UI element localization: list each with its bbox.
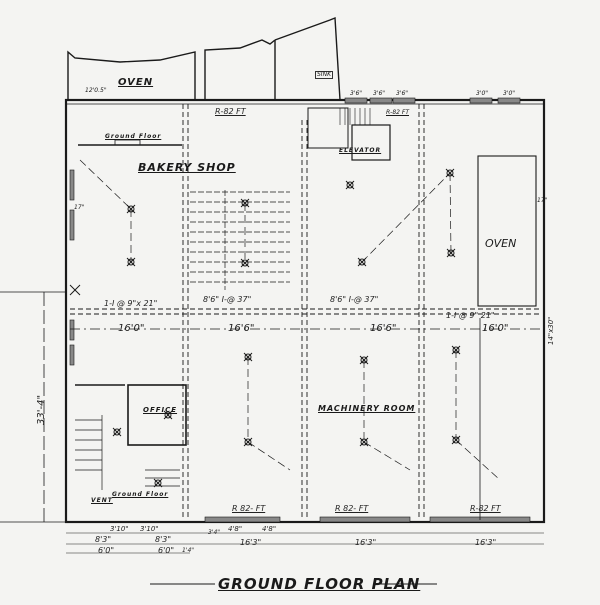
dimension-bottom-left-a: 8'3": [95, 535, 112, 544]
dimension-bottom-small-3: 4'8": [228, 525, 243, 533]
dimension-bottom-left-c: 6'0": [98, 546, 115, 555]
dimension-bottom-small-6: 1'4": [182, 547, 195, 554]
beam-label-center-right: 8'6" I-@ 37": [330, 295, 379, 304]
dimension-bottom-left-d: 6'0": [158, 546, 175, 555]
note-ground-floor-bottom: Ground Floor: [112, 491, 169, 498]
beam-label-right: 1-I @ 9" 21": [446, 311, 495, 320]
dimension-height-left: 33'-4": [36, 394, 47, 425]
room-label-vent: VENT: [91, 497, 113, 504]
dimension-opening-right: 14"x30": [547, 316, 555, 345]
dimension-corner-top: 12'0.5": [85, 87, 107, 94]
dimension-window-top-1: 3'6": [350, 90, 363, 97]
dimension-window-top-4: 3'0": [476, 90, 489, 97]
dimension-bottom-bay-3: 16'3": [355, 538, 377, 547]
room-label-office: OFFICE: [143, 406, 178, 414]
dimension-window-top-3: 3'6": [396, 90, 409, 97]
dimension-window-top-2: 3'6": [373, 90, 386, 97]
ceiling-label-r82-top-left: R-82 FT: [215, 107, 246, 116]
dimension-bottom-bay-4: 16'3": [475, 538, 497, 547]
dimension-side-right-1: 17": [537, 197, 548, 204]
dimension-bottom-bay-2: 16'3": [240, 538, 262, 547]
dimension-bay-3: 16'6": [370, 323, 397, 334]
beam-label-center-left: 8'6" I-@ 37": [203, 295, 252, 304]
ceiling-label-r82-bottom-3: R-82 FT: [470, 504, 501, 513]
room-label-sink: SINK: [315, 71, 334, 79]
dimension-bottom-small-2: 3'10": [140, 525, 159, 533]
ceiling-label-r82-bottom-1: R 82- FT: [232, 504, 266, 513]
dimension-bottom-small-5: 3'4": [208, 529, 221, 536]
room-label-elevator: ELEVATOR: [339, 147, 382, 154]
room-label-oven-top: OVEN: [118, 77, 154, 88]
dimension-bay-4: 16'0": [482, 323, 509, 334]
beam-label-left: 1-I @ 9"x 21": [104, 299, 158, 308]
ceiling-label-r82-top-right: R-82 FT: [386, 109, 409, 116]
room-label-bakery-shop: BAKERY SHOP: [138, 161, 236, 174]
drawing-title: GROUND FLOOR PLAN: [218, 575, 421, 593]
dimension-bay-2: 16'6": [228, 323, 255, 334]
ceiling-label-r82-bottom-2: R 82- FT: [335, 504, 369, 513]
dimension-side-left-1: 17": [74, 204, 85, 211]
dimension-bottom-small-1: 3'10": [110, 525, 129, 533]
dimension-bottom-left-b: 8'3": [155, 535, 172, 544]
room-label-machinery-room: MACHINERY ROOM: [318, 404, 416, 413]
room-label-oven-right: OVEN: [485, 237, 517, 250]
dimension-window-top-5: 3'0": [503, 90, 516, 97]
dimension-bottom-small-4: 4'8": [262, 525, 277, 533]
dimension-bay-1: 16'0": [118, 323, 145, 334]
note-ground-floor-top: Ground Floor: [105, 133, 162, 140]
